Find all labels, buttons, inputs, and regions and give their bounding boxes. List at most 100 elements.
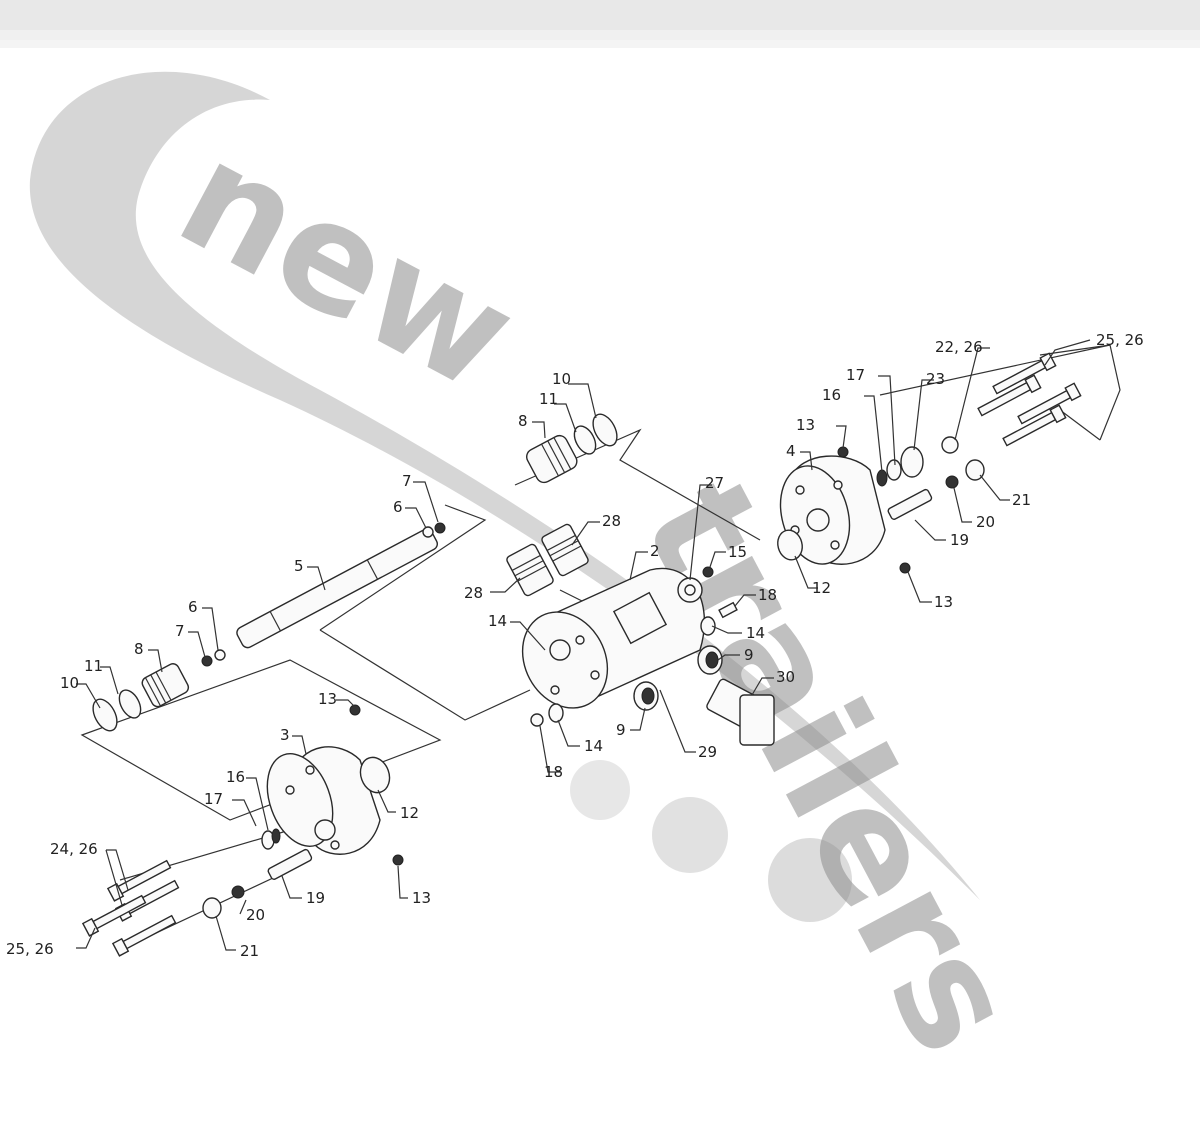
left-end-cap-assembly [81,704,404,957]
ball-part-7 [201,655,213,667]
callout-16: 16 [226,768,245,786]
watermark-circle [768,838,852,922]
screw-part-18 [530,713,544,727]
left-shaft-assembly [92,413,618,732]
bolt-part-25 [1017,382,1082,425]
nut-part-20 [945,475,959,489]
callout-12: 12 [400,804,419,822]
callout-7: 7 [402,472,412,490]
bolt-part-25 [81,894,147,937]
callout-9: 9 [744,646,754,664]
ring-part-14 [548,703,564,723]
callout-13: 13 [934,593,953,611]
bolt-part-25 [1002,404,1067,447]
callout-6: 6 [188,598,198,616]
right-end-cap-assembly [777,352,1082,574]
callout-8: 8 [518,412,528,430]
callout-16: 16 [822,386,841,404]
callout-25-26: 25, 26 [1096,331,1144,349]
callout-9: 9 [616,721,626,739]
watermark-circle [652,797,728,873]
watermark-swoosh [29,71,980,900]
watermark-circle [570,760,630,820]
plug-part-15 [702,566,714,578]
ring-part-14 [700,616,716,636]
callout-8: 8 [134,640,144,658]
bolt-part-25 [111,914,177,957]
callout-13: 13 [412,889,431,907]
pin-part-19 [887,488,933,520]
callout-10: 10 [60,674,79,692]
plug-part-13 [899,562,911,574]
callout-30: 30 [776,668,795,686]
callout-17: 17 [204,790,223,808]
callout-20: 20 [976,513,995,531]
pin-part-19 [267,848,313,880]
ring-part-6 [422,526,434,538]
callout-3: 3 [280,726,290,744]
callout-11: 11 [84,657,103,675]
fitting-part-28 [506,543,554,597]
fitting-part-8 [526,434,578,484]
body-part-2 [521,567,705,709]
callout-13: 13 [318,690,337,708]
scan-noise-band [0,0,1200,48]
callout-23: 23 [926,370,945,388]
callout-12: 12 [812,579,831,597]
centre-body-assembly [506,523,775,746]
bolt-part-25 [977,374,1042,417]
elbow-part-27 [612,577,703,645]
callout-17: 17 [846,366,865,384]
plug-part-13 [349,704,361,716]
ring-part-16 [876,469,888,487]
ring-part-6 [214,649,226,661]
callout-11: 11 [539,390,558,408]
fitting-part-28 [541,523,589,577]
ring-part-11 [573,425,597,455]
callout-19: 19 [306,889,325,907]
ring-part-12 [777,529,803,561]
callout-13: 13 [796,416,815,434]
bolt-part-24 [106,859,172,902]
callout-18: 18 [758,586,777,604]
callout-5: 5 [294,557,304,575]
nut-part-20 [231,885,245,899]
washer-part-21 [202,897,222,919]
callout-24-26: 24, 26 [50,840,98,858]
plug-part-13 [392,854,404,866]
ball-part-7 [434,522,446,534]
callout-15: 15 [728,543,747,561]
ring-part-10 [92,698,118,732]
callout-29: 29 [698,743,717,761]
plug-part-13 [837,446,849,458]
callout-4: 4 [786,442,796,460]
callout-10: 10 [552,370,571,388]
watermark-word-new: new [153,108,541,425]
fitting-part-8 [141,663,190,708]
shaft-part-5 [236,528,438,649]
callout-7: 7 [175,622,185,640]
ring-part-11 [118,689,142,719]
washer-part-21 [965,459,985,481]
ring-part-17 [271,828,281,844]
ring-part-23 [900,446,924,478]
callout-6: 6 [393,498,403,516]
callout-2: 2 [650,542,660,560]
callout-27: 27 [705,474,724,492]
elbow-part-30 [706,678,775,746]
callout-21: 21 [1012,491,1031,509]
callout-14: 14 [584,737,603,755]
callout-labels: 10 11 8 7 6 5 6 7 8 11 10 13 3 12 16 17 … [6,331,1144,960]
screw-part-18 [718,601,738,619]
callout-19: 19 [950,531,969,549]
callout-28: 28 [464,584,483,602]
ring-part-17 [886,459,902,481]
ring-part-12 [359,756,391,794]
callout-14: 14 [488,612,507,630]
ring-part-10 [592,413,618,447]
end-cap-part-3 [266,746,381,855]
callout-18: 18 [544,763,563,781]
callout-28: 28 [602,512,621,530]
leader-lines [76,339,1091,951]
callout-22-26: 22, 26 [935,338,983,356]
